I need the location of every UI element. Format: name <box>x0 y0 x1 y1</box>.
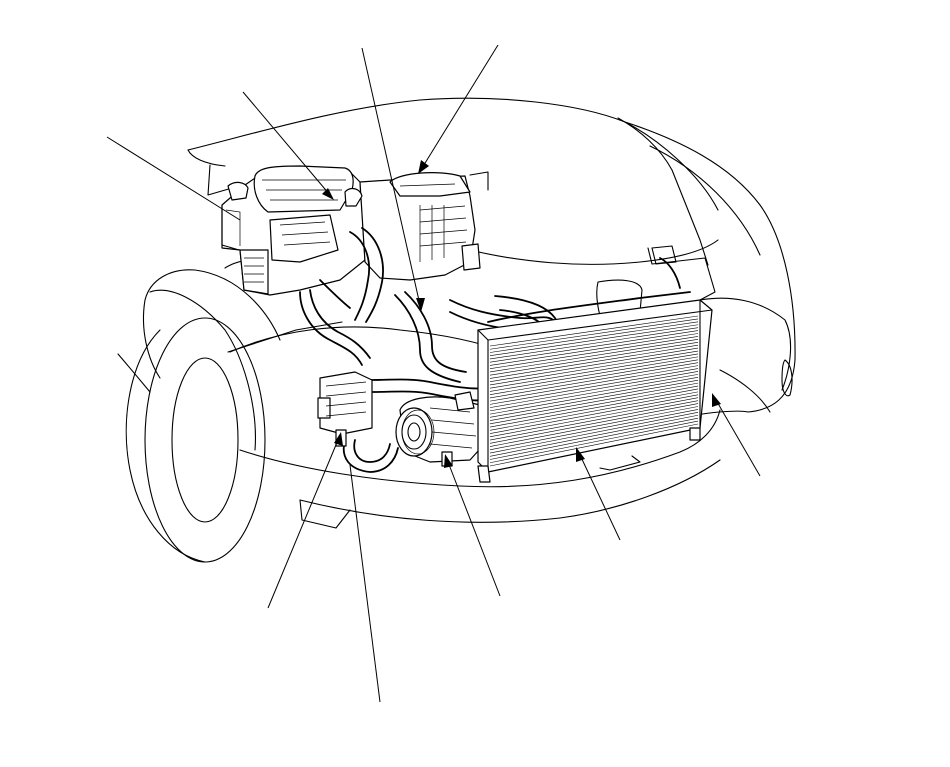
condenser-fin <box>489 412 699 454</box>
condenser-fin <box>489 388 699 428</box>
receiver-leader <box>267 439 339 609</box>
evaporator-leader <box>242 91 331 196</box>
receiver-block <box>317 371 373 447</box>
condenser-fin <box>489 365 699 402</box>
condenser-fin <box>489 371 699 408</box>
condenser-fin <box>489 394 699 434</box>
condenser-fin <box>489 374 699 412</box>
compressor <box>395 391 489 467</box>
condenser-fin <box>489 379 699 418</box>
condenser-arrowhead <box>576 447 585 462</box>
condenser-fin <box>489 362 699 399</box>
condenser-fin <box>489 397 699 438</box>
condenser-fin <box>489 344 699 379</box>
condenser-fan-leader <box>715 399 761 477</box>
condenser <box>477 245 713 483</box>
condenser-fin <box>489 409 699 451</box>
blower-unit-arrowhead <box>418 160 429 174</box>
condenser-fin <box>489 350 699 386</box>
condenser-leader <box>579 454 621 541</box>
condenser-fin <box>489 324 699 357</box>
front-wheel <box>125 289 266 563</box>
condenser-fin <box>489 406 699 447</box>
condenser-fin <box>489 336 699 369</box>
condenser-fan-arrowhead <box>712 393 721 407</box>
condenser-fin <box>489 356 699 392</box>
condenser-fin <box>489 400 699 441</box>
condenser-fin <box>489 368 699 405</box>
compressor-arrowhead <box>444 454 453 468</box>
condenser-fin <box>489 423 699 467</box>
blower-unit-leader <box>421 44 499 169</box>
condenser-fin <box>489 391 699 431</box>
condenser-fin <box>489 347 699 382</box>
condenser-fin <box>489 318 699 350</box>
hvac-housing <box>221 165 489 296</box>
condenser-fin <box>489 414 699 457</box>
compressor-leader <box>447 461 501 597</box>
condenser-fin <box>489 417 699 460</box>
condenser-fin <box>489 377 699 415</box>
callout-leaders <box>106 44 761 703</box>
condenser-fin <box>489 341 699 376</box>
condenser-fin <box>489 333 699 366</box>
condenser-fin <box>489 315 699 347</box>
heater-unit-leader <box>106 136 241 221</box>
condenser-fin <box>489 327 699 360</box>
condenser-fin <box>489 330 699 363</box>
condenser-fin <box>489 403 699 444</box>
condenser-fin <box>489 339 699 373</box>
receiver-arrowhead <box>334 432 343 446</box>
expansion-valve-arrowhead <box>416 298 425 312</box>
expansion-valve-leader <box>361 47 421 306</box>
condenser-fin <box>489 321 699 353</box>
condenser-fin <box>489 420 699 464</box>
condenser-fin <box>489 359 699 395</box>
compressor-clutch-leader <box>349 464 381 703</box>
condenser-fin <box>489 353 699 389</box>
condenser-fins <box>489 315 699 467</box>
condenser-fin <box>489 382 699 421</box>
evaporator-arrowhead <box>322 188 334 200</box>
condenser-fin <box>489 385 699 425</box>
